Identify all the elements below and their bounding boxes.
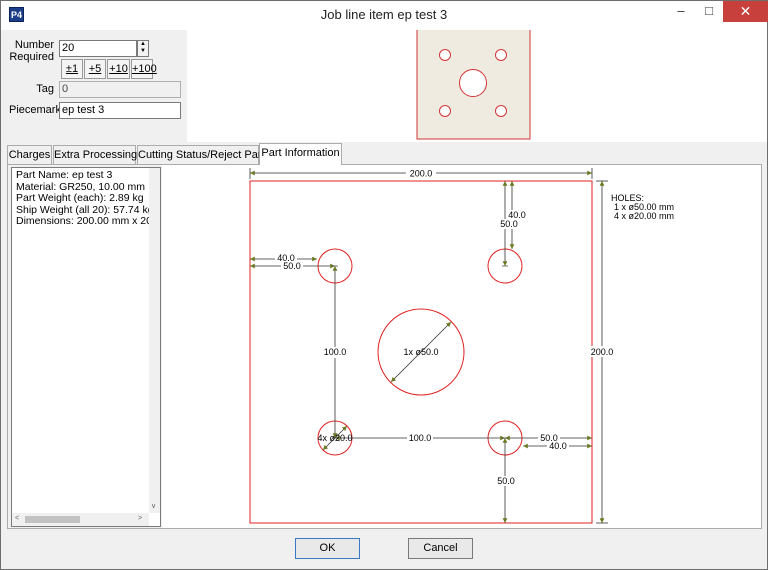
close-button[interactable]: ✕ — [723, 1, 768, 22]
maximize-button[interactable]: □ — [705, 3, 713, 18]
dim-bg — [538, 433, 560, 443]
part-info-text: Part Name: ep test 3 Material: GR250, 10… — [16, 170, 156, 228]
dim-horizontal-100: 100.0 — [409, 433, 432, 443]
dim-bottom-50: 50.0 — [497, 476, 515, 486]
dim-bg — [498, 219, 520, 229]
piecemark-input[interactable]: ep test 3 — [59, 102, 181, 119]
dim-left-40: 40.0 — [277, 253, 295, 263]
dim-right-40: 40.0 — [549, 441, 567, 451]
spin-down-icon[interactable]: ▼ — [140, 48, 146, 54]
spin-up-icon[interactable]: ▲ — [140, 41, 146, 47]
small-hole-label: 4x ø20.0 — [317, 433, 352, 443]
width-dim-text: 200.0 — [410, 169, 433, 179]
scroll-left-icon[interactable]: < — [15, 515, 20, 522]
part-preview — [416, 27, 531, 140]
tab-cutting-status[interactable]: Cutting Status/Reject Parts — [137, 145, 270, 164]
preview-center-hole — [459, 69, 487, 97]
holes-line-1: 1 x ø50.00 mm — [614, 202, 674, 212]
preview-hole — [439, 49, 451, 61]
increment-10-button[interactable]: +10 — [107, 59, 130, 79]
dim-top-40: 40.0 — [508, 210, 526, 220]
dim-bg — [281, 261, 303, 271]
width-dim-bg — [406, 168, 436, 179]
number-required-input[interactable]: 20 — [59, 40, 137, 57]
info-line-material: Material: GR250, 10.00 mm — [16, 180, 145, 193]
horizontal-scrollbar[interactable]: < > — [12, 513, 149, 526]
ok-button[interactable]: OK — [295, 538, 360, 559]
dim-bg — [407, 433, 433, 444]
window-title: Job line item ep test 3 — [320, 7, 448, 22]
info-line-part-name: Part Name: ep test 3 — [16, 170, 113, 181]
dim-bg — [275, 253, 297, 263]
dim-vertical-100: 100.0 — [324, 347, 347, 357]
tab-extra-processing[interactable]: Extra Processing — [53, 145, 137, 164]
preview-hole — [495, 49, 507, 61]
increment-1-button[interactable]: ±1 — [61, 59, 83, 79]
info-line-dimensions: Dimensions: 200.00 mm x 200 — [16, 215, 156, 228]
scroll-down-icon[interactable]: ∨ — [151, 503, 157, 510]
preview-hole — [495, 105, 507, 117]
dim-right-50: 50.0 — [540, 433, 558, 443]
height-dim-bg — [589, 346, 615, 357]
height-dim-text: 200.0 — [591, 347, 614, 357]
number-required-label: Number Required — [9, 39, 54, 63]
item-form: Number Required 20 ▲ ▼ ±1 +5 +10 +100 Ta… — [7, 30, 185, 142]
increment-100-button[interactable]: +100 — [131, 59, 157, 79]
tab-part-information[interactable]: Part Information — [259, 143, 342, 165]
cancel-button[interactable]: Cancel — [408, 538, 473, 559]
center-marks — [332, 265, 508, 439]
info-line-part-weight: Part Weight (each): 2.89 kg — [16, 192, 144, 205]
horizontal-scroll-thumb[interactable] — [25, 516, 80, 523]
part-drawing-canvas: 200.0 200.0 HOLES: 1 x ø50.00 mm 4 x ø20… — [162, 165, 761, 528]
part-drawing: 200.0 200.0 HOLES: 1 x ø50.00 mm 4 x ø20… — [249, 168, 674, 524]
dim-bg — [547, 441, 569, 451]
part-info-box[interactable]: Part Name: ep test 3 Material: GR250, 10… — [11, 167, 161, 527]
dimension-lines — [249, 168, 608, 524]
dim-bg — [322, 347, 348, 358]
title-bar: P4 Job line item ep test 3 – □ ✕ — [1, 1, 768, 30]
hole-center — [377, 308, 465, 396]
tab-charges[interactable]: Charges — [7, 145, 52, 164]
dim-bg — [506, 210, 528, 220]
info-line-ship-weight: Ship Weight (all 20): 57.74 kg — [16, 203, 154, 216]
preview-hole — [439, 105, 451, 117]
number-required-spinner[interactable]: ▲ ▼ — [137, 40, 149, 57]
scroll-right-icon[interactable]: > — [138, 515, 143, 522]
tag-label: Tag — [36, 83, 54, 95]
vertical-scrollbar[interactable]: ∨ — [149, 168, 160, 513]
increment-5-button[interactable]: +5 — [84, 59, 106, 79]
part-preview-area — [187, 27, 767, 142]
holes-line-2: 4 x ø20.00 mm — [614, 211, 674, 221]
dim-top-50: 50.0 — [500, 219, 518, 229]
minimize-button[interactable]: – — [677, 3, 685, 18]
center-hole-label: 1x ø50.0 — [403, 347, 438, 357]
app-icon: P4 — [9, 7, 24, 22]
piecemark-label: Piecemark — [9, 104, 61, 116]
holes-title: HOLES: — [611, 193, 644, 203]
dim-bg — [495, 476, 517, 486]
dim-left-50: 50.0 — [283, 261, 301, 271]
tag-input[interactable]: 0 — [59, 81, 181, 98]
